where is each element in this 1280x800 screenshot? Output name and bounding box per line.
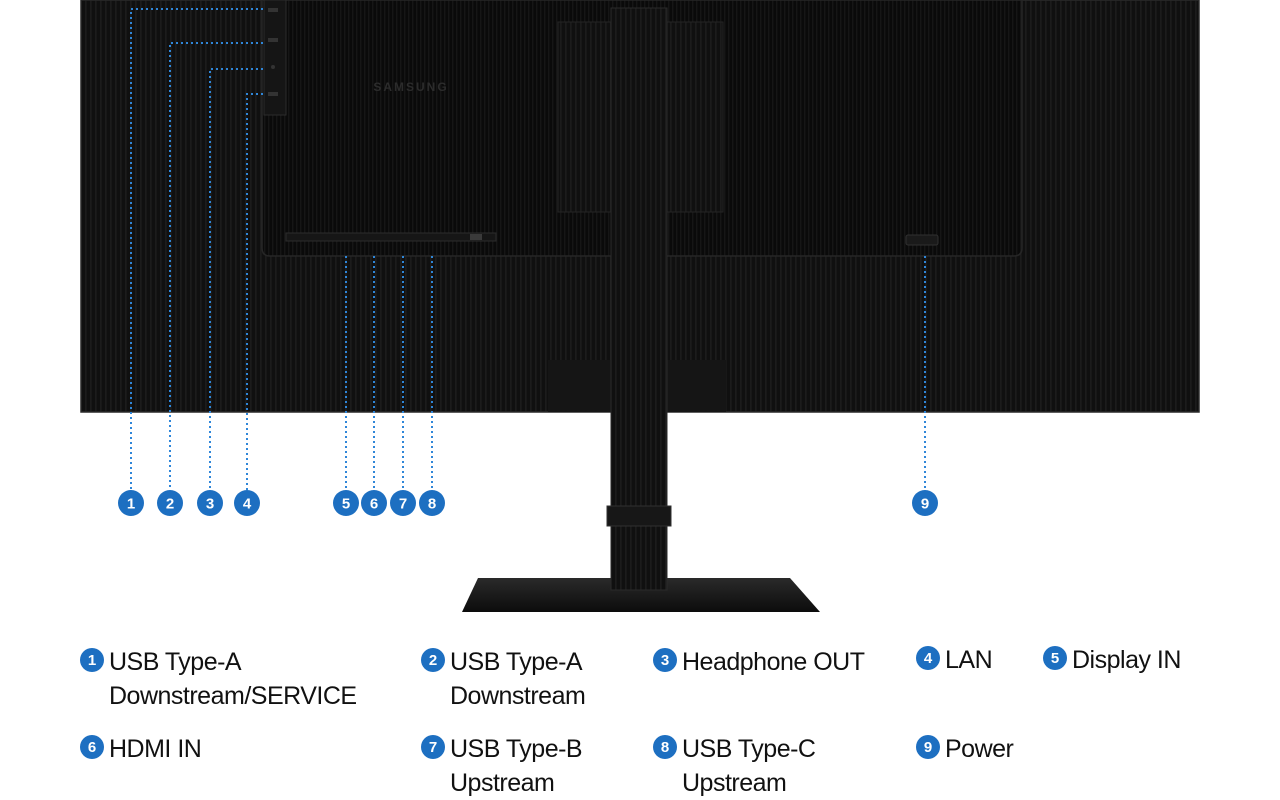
svg-text:5: 5 [342, 496, 350, 513]
legend-item-6: 6 HDMI IN [80, 732, 202, 766]
legend-badge: 1 [80, 648, 104, 672]
svg-text:6: 6 [370, 496, 378, 513]
legend-label: Display IN [1072, 646, 1181, 674]
legend-badge: 6 [80, 735, 104, 759]
callout-badge-5: 5 [333, 490, 359, 516]
svg-text:9: 9 [921, 496, 929, 513]
legend-badge: 3 [653, 648, 677, 672]
svg-text:8: 8 [428, 496, 436, 513]
legend-badge: 9 [916, 735, 940, 759]
legend-badge: 5 [1043, 646, 1067, 670]
legend-item-9: 9 Power [916, 732, 1014, 766]
legend-item-5: 5 Display IN [1043, 643, 1181, 677]
monitor-stand [462, 7, 820, 612]
callout-badge-8: 8 [419, 490, 445, 516]
legend-item-7: 7 USB Type-B Upstream [421, 732, 583, 800]
legend-label: USB Type-A Downstream [450, 648, 586, 710]
svg-text:3: 3 [206, 496, 214, 513]
callout-badge-2: 2 [157, 490, 183, 516]
legend-item-8: 8 USB Type-C Upstream [653, 732, 816, 800]
callout-line-1 [130, 8, 263, 490]
callout-badge-6: 6 [361, 490, 387, 516]
legend-label: LAN [945, 646, 993, 674]
legend-label: USB Type-A Downstream/SERVICE [109, 648, 357, 710]
legend-item-1: 1 USB Type-A Downstream/SERVICE [80, 645, 357, 713]
legend-badge: 7 [421, 735, 445, 759]
callout-badge-1: 1 [118, 490, 144, 516]
callout-lines [130, 8, 926, 490]
callout-badges: 1 2 3 4 5 6 7 8 [118, 490, 938, 516]
legend-badge: 4 [916, 646, 940, 670]
callout-badge-3: 3 [197, 490, 223, 516]
legend-label: USB Type-B Upstream [450, 735, 583, 797]
callout-line-2 [169, 42, 263, 490]
svg-text:4: 4 [243, 496, 252, 513]
callout-line-4 [246, 93, 263, 490]
legend-item-2: 2 USB Type-A Downstream [421, 645, 586, 713]
svg-text:1: 1 [127, 496, 135, 513]
legend-item-3: 3 Headphone OUT [653, 645, 865, 679]
legend-label: Power [945, 735, 1014, 763]
svg-text:7: 7 [399, 496, 407, 513]
callout-badge-7: 7 [390, 490, 416, 516]
legend-badge: 2 [421, 648, 445, 672]
callout-badge-4: 4 [234, 490, 260, 516]
legend-item-4: 4 LAN [916, 643, 993, 677]
brand-logo: SAMSUNG [373, 80, 448, 94]
legend-label: Headphone OUT [682, 648, 865, 676]
legend-label: HDMI IN [109, 735, 202, 763]
legend-label: USB Type-C Upstream [682, 735, 816, 797]
callout-badge-9: 9 [912, 490, 938, 516]
legend-badge: 8 [653, 735, 677, 759]
svg-text:2: 2 [166, 496, 174, 513]
